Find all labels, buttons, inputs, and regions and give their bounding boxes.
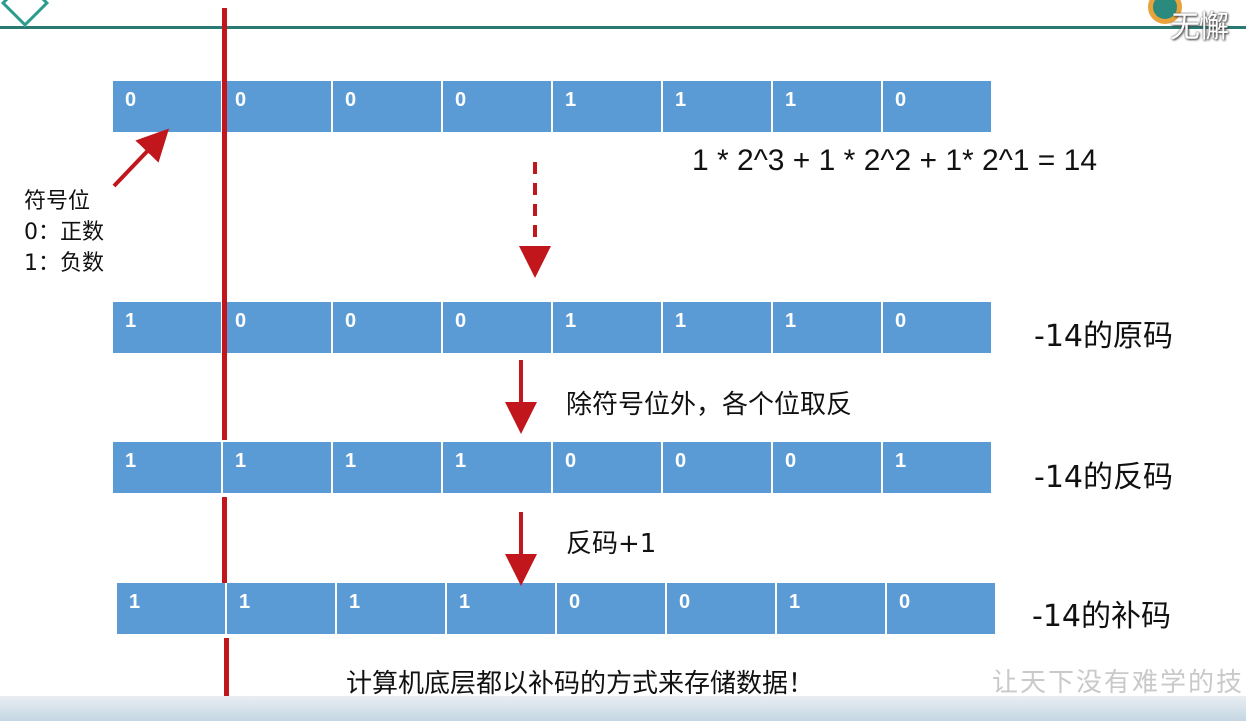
bit-cell: 0	[443, 81, 551, 132]
bit-cell: 1	[883, 442, 991, 493]
bit-cell: 1	[333, 442, 441, 493]
bit-cell: 0	[773, 442, 881, 493]
bit-cell: 0	[443, 302, 551, 353]
bit-cell: 0	[557, 583, 665, 634]
bit-cell: 1	[113, 302, 221, 353]
bit-cell: 1	[773, 81, 881, 132]
bit-cell: 1	[663, 81, 771, 132]
sign-bit-note: 符号位 0：正数 1：负数	[24, 189, 104, 276]
sign-bit-divider-line	[224, 638, 229, 712]
bit-cell: 0	[333, 302, 441, 353]
header-divider	[0, 26, 1246, 29]
bit-cell: 1	[553, 81, 661, 132]
conclusion-text: 计算机底层都以补码的方式来存储数据！	[346, 669, 815, 699]
sign-bit-divider-line	[222, 497, 227, 583]
bit-cell: 1	[113, 442, 221, 493]
bit-cell: 0	[223, 81, 331, 132]
bit-cell: 1	[663, 302, 771, 353]
step-add-one-note: 反码+1	[566, 529, 657, 559]
bit-cell: 0	[113, 81, 221, 132]
bit-cell: 0	[663, 442, 771, 493]
bit-cell: 1	[337, 583, 445, 634]
bit-cell: 0	[883, 81, 991, 132]
bit-cell: 0	[333, 81, 441, 132]
row-label-twos-complement: -14的补码	[1032, 599, 1171, 634]
bit-row-sign-magnitude: 1 0 0 0 1 1 1 0	[113, 302, 991, 353]
bit-cell: 1	[227, 583, 335, 634]
binary-formula: 1 * 2^3 + 1 * 2^2 + 1* 2^1 = 14	[692, 144, 1098, 177]
bit-cell: 1	[773, 302, 881, 353]
bit-cell: 1	[447, 583, 555, 634]
bit-cell: 0	[223, 302, 331, 353]
bit-cell: 0	[887, 583, 995, 634]
bit-cell: 0	[553, 442, 661, 493]
bit-cell: 1	[223, 442, 331, 493]
row-label-ones-complement: -14的反码	[1034, 460, 1173, 495]
bit-row-ones-complement: 1 1 1 1 0 0 0 1	[113, 442, 991, 493]
bit-cell: 1	[443, 442, 551, 493]
watermark-bottom: 让天下没有难学的技	[992, 668, 1245, 698]
bit-row-positive-14: 0 0 0 0 1 1 1 0	[113, 81, 991, 132]
bit-cell: 1	[117, 583, 225, 634]
sign-bit-pointer-arrow	[112, 128, 170, 188]
bit-cell: 0	[667, 583, 775, 634]
row-label-sign-magnitude: -14的原码	[1034, 319, 1173, 354]
sign-bit-divider-line	[222, 8, 227, 440]
watermark-top: 无懈	[1170, 10, 1229, 45]
bit-cell: 1	[777, 583, 885, 634]
bit-cell: 1	[553, 302, 661, 353]
bottom-strip	[0, 696, 1246, 721]
bit-row-twos-complement: 1 1 1 1 0 0 1 0	[117, 583, 995, 634]
step-invert-note: 除符号位外，各个位取反	[566, 390, 853, 420]
bit-cell: 0	[883, 302, 991, 353]
